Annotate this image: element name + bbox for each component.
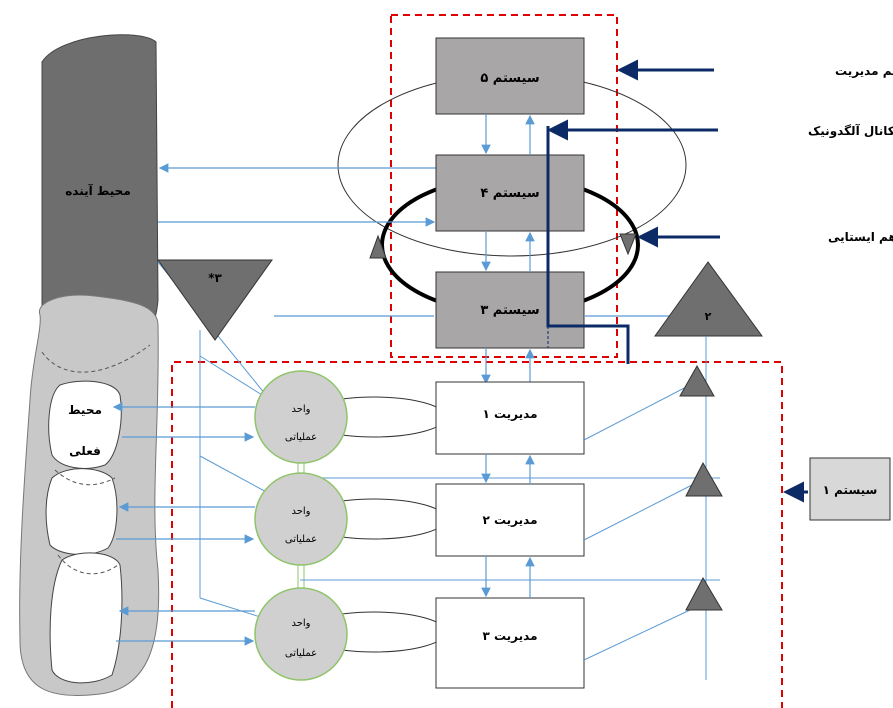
row-1 (114, 356, 714, 463)
unit1-label-line1: واحد (291, 404, 310, 415)
homeostat-annotation: حلقه هم ایستایی (828, 230, 893, 244)
unit2-circle (255, 473, 347, 565)
m2-to-s2-line (584, 485, 692, 540)
management1-label: مدیریت ۱ (482, 407, 537, 421)
unit1-circle (255, 371, 347, 463)
system4-label: سیستم ۴ (480, 186, 539, 201)
homeostat-triangle-right (620, 234, 636, 254)
unit3-label-line1: واحد (291, 618, 310, 629)
s2-triangle-row2 (686, 463, 722, 496)
management2-label: مدیریت ۲ (482, 513, 537, 527)
current-environment-cell-3 (50, 553, 122, 683)
management3-label: مدیریت ۳ (482, 629, 537, 643)
current-environment-cell-2 (46, 469, 117, 555)
unit2-label-line1: واحد (291, 506, 310, 517)
s3star-to-unit2-line (200, 456, 270, 494)
system1-label: سیستم ۱ (823, 483, 878, 497)
unit2-label-line2: عملیاتی (285, 534, 317, 545)
s2-triangle-row3 (686, 578, 722, 610)
system2-triangle (655, 262, 762, 336)
m3-to-s2-line (584, 610, 690, 660)
unit3-label-line2: عملیاتی (285, 648, 317, 659)
current-environment-label-line1: محیط (68, 403, 102, 417)
system3star-label: *۳ (208, 271, 222, 285)
algedonic-annotation: کانال آلگدونیک (808, 123, 893, 139)
system2-label: ۲ (705, 310, 712, 323)
system5-label: سیستم ۵ (480, 71, 539, 86)
system3-label: سیستم ۳ (480, 303, 539, 318)
row-3 (116, 578, 722, 688)
row-2 (116, 456, 722, 565)
current-environment-label-line2: فعلی (69, 444, 101, 458)
unit1-label-line2: عملیاتی (285, 432, 317, 443)
metasystem-annotation: فرا سیستم مدیریت (835, 64, 893, 78)
s2-triangle-row1 (680, 366, 714, 396)
future-environment-label: محیط آینده (65, 183, 131, 198)
m1-to-s2-line (584, 384, 692, 440)
management3-box (436, 598, 584, 688)
unit3-circle (255, 588, 347, 680)
